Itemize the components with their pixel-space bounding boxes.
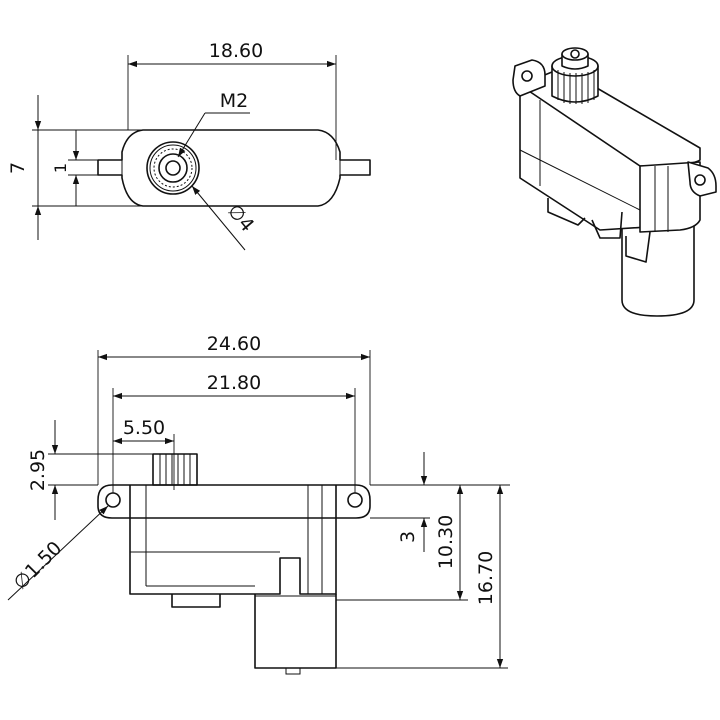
leader-diameter-4: ∅4 bbox=[191, 185, 258, 251]
iso-left-ear bbox=[512, 59, 546, 97]
iso-right-ear bbox=[687, 161, 717, 197]
front-view: 24.60 21.80 5.50 2.95 ∅1.50 bbox=[7, 333, 510, 675]
leader-m2: M2 bbox=[177, 90, 250, 158]
iso-output-spline bbox=[551, 47, 599, 104]
diameter-1-50-label: ∅1.50 bbox=[9, 537, 66, 594]
dim-18-60-label: 18.60 bbox=[209, 40, 263, 62]
output-spline-top bbox=[146, 141, 200, 195]
dim-10-30-label: 10.30 bbox=[435, 515, 457, 569]
dim-2-95: 2.95 bbox=[27, 420, 153, 520]
front-main-body bbox=[129, 485, 337, 595]
front-motor-can bbox=[254, 594, 337, 669]
dim-3-label: 3 bbox=[397, 531, 419, 543]
dim-1-label: 1 bbox=[51, 163, 70, 173]
front-flange bbox=[97, 484, 371, 519]
dim-21-80: 21.80 bbox=[112, 372, 356, 493]
dim-21-80-label: 21.80 bbox=[207, 372, 261, 394]
top-view-body-outline bbox=[97, 129, 371, 207]
dim-5-50: 5.50 bbox=[113, 417, 175, 490]
dim-18-60: 18.60 bbox=[127, 40, 337, 160]
dim-1: 1 bbox=[51, 130, 98, 206]
dim-2-95-label: 2.95 bbox=[27, 449, 49, 491]
dim-24-60-label: 24.60 bbox=[207, 333, 261, 355]
left-mount-hole bbox=[105, 492, 121, 508]
dim-7-label: 7 bbox=[7, 162, 29, 174]
right-mount-hole bbox=[347, 492, 363, 508]
top-view: 18.60 7 1 M2 ∅4 bbox=[7, 40, 371, 251]
dim-16-70-label: 16.70 bbox=[475, 551, 497, 605]
isometric-view bbox=[512, 47, 717, 317]
leader-diameter-1-50: ∅1.50 bbox=[7, 505, 109, 601]
front-spline bbox=[152, 453, 198, 486]
dim-16-70: 16.70 bbox=[336, 485, 508, 669]
dim-24-60: 24.60 bbox=[97, 333, 371, 485]
dim-7: 7 bbox=[7, 95, 143, 240]
dim-3: 3 bbox=[370, 452, 510, 552]
dim-5-50-label: 5.50 bbox=[123, 417, 165, 439]
dim-10-30: 10.30 bbox=[336, 485, 468, 601]
iso-motor-can bbox=[621, 217, 695, 317]
thread-m2-label: M2 bbox=[220, 90, 248, 112]
